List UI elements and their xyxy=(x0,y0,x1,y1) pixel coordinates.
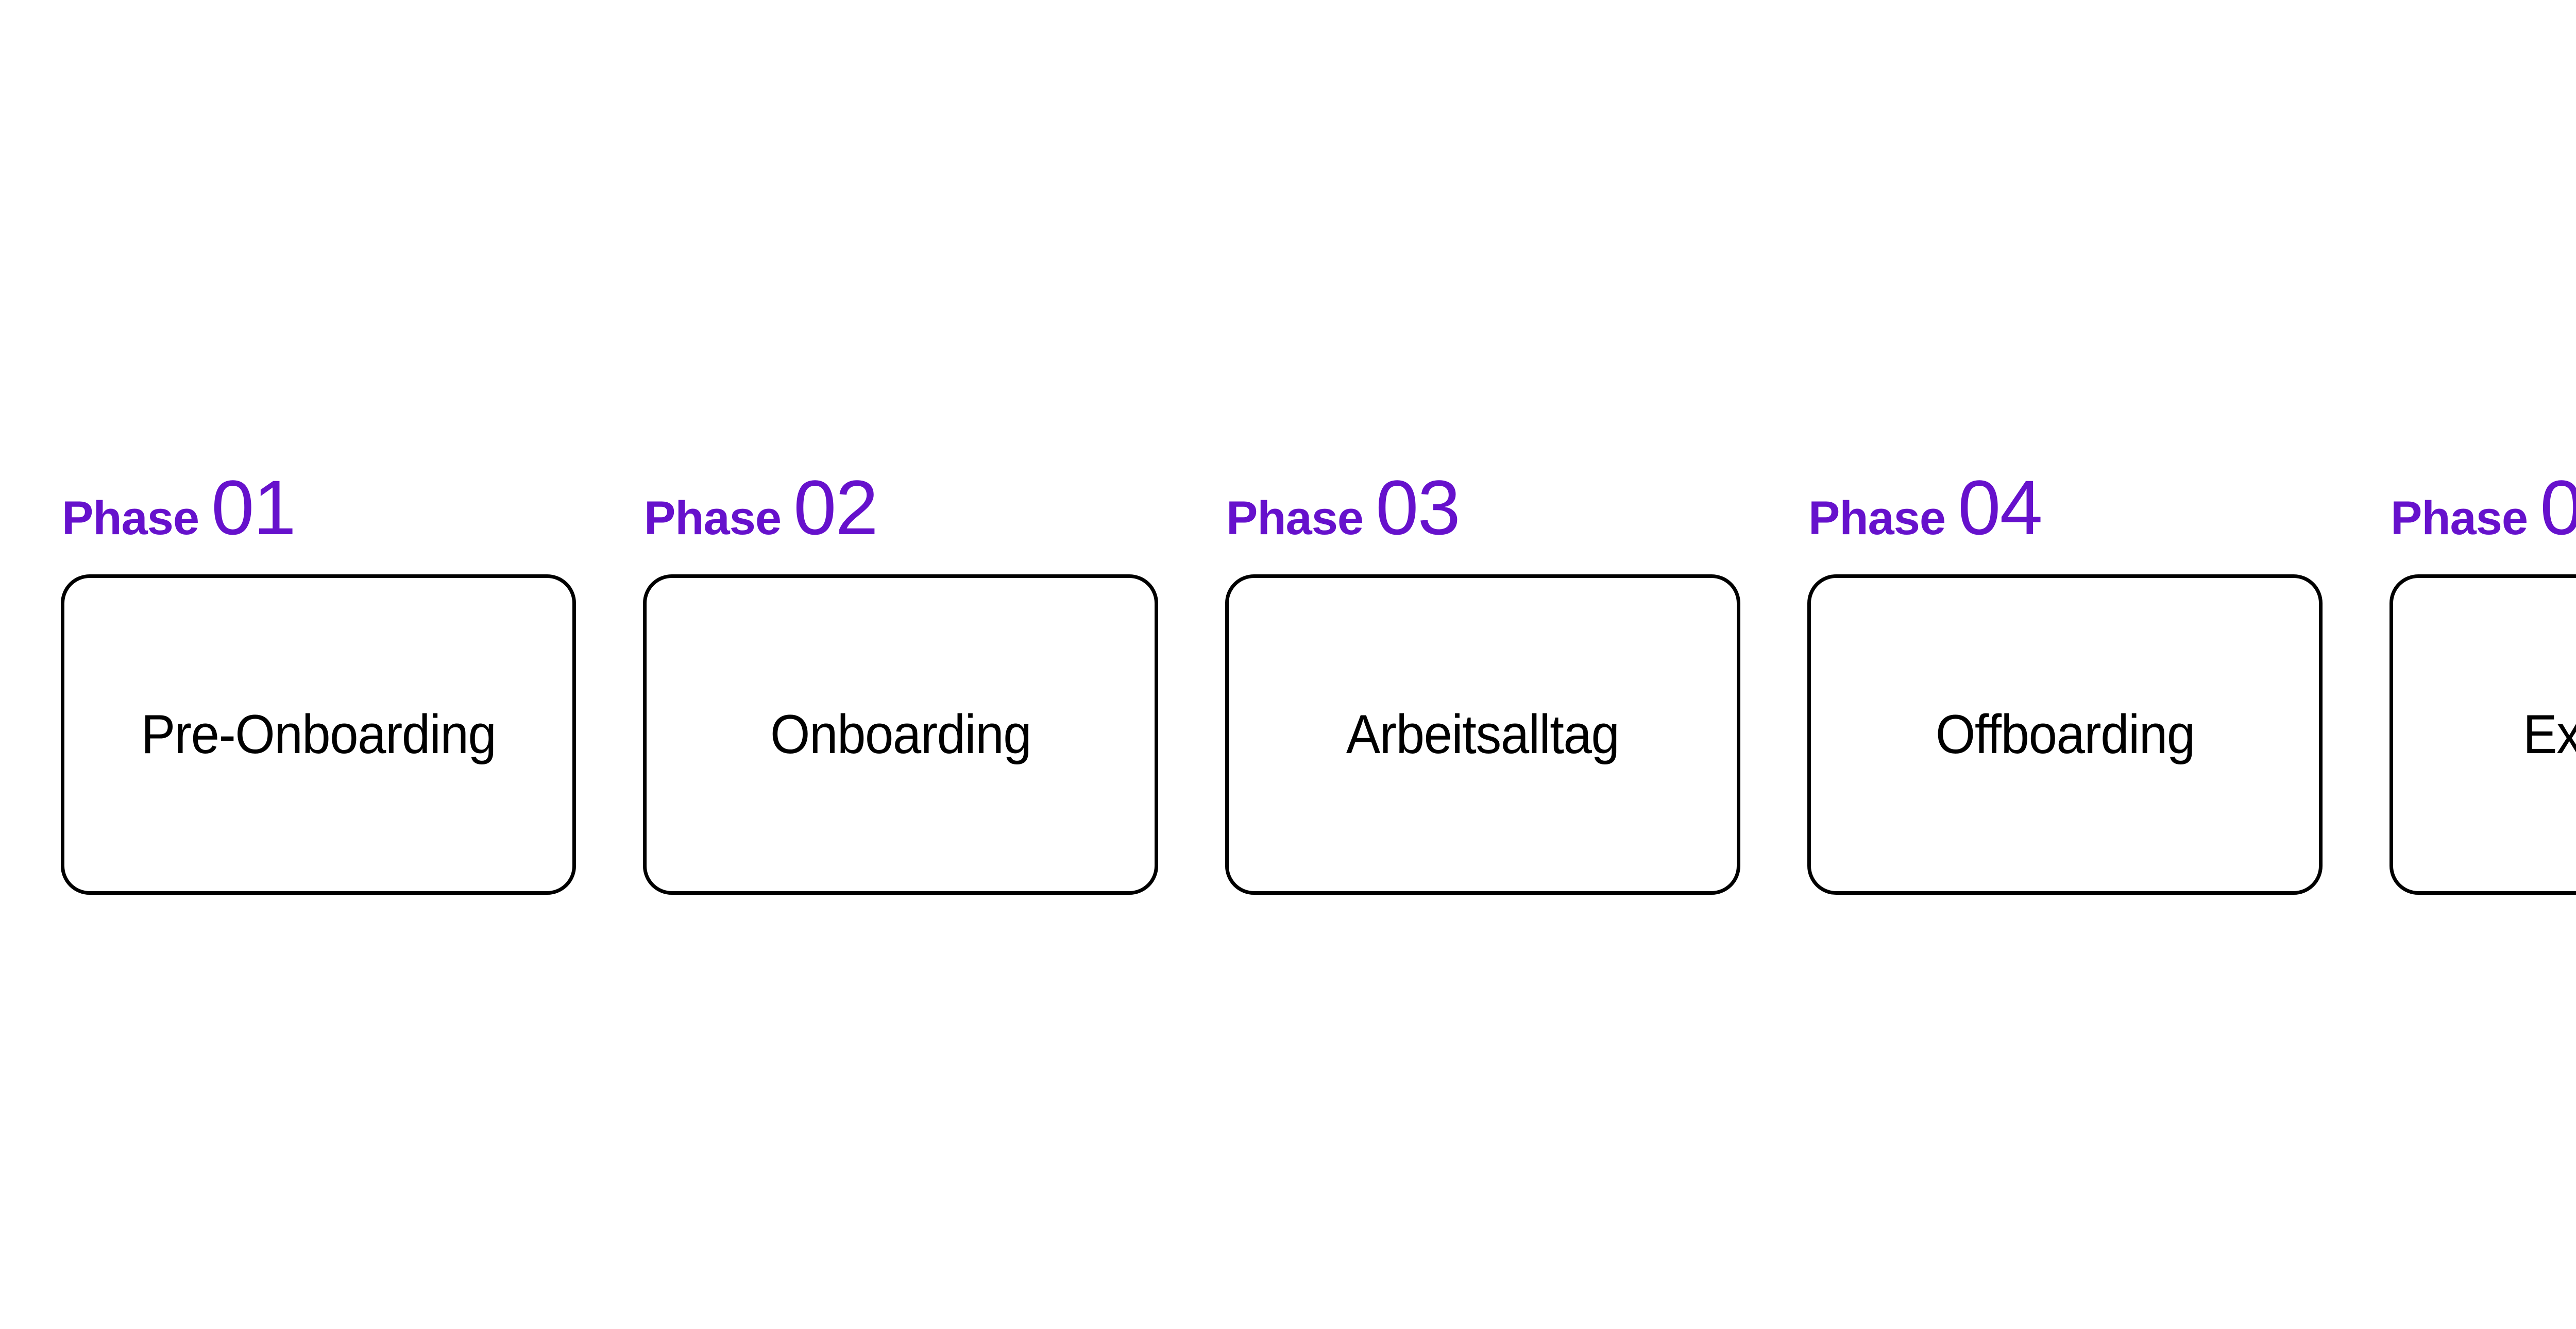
phase-row: Phase 01 Pre-Onboarding Phase 02 Onboard… xyxy=(61,469,2576,895)
phase-column-02: Phase 02 Onboarding xyxy=(643,469,1158,895)
phase-card-title: Onboarding xyxy=(770,703,1032,765)
phase-label-03: Phase 03 xyxy=(1226,464,1461,551)
phase-column-05: Phase 05 Exit/Alumni xyxy=(2389,469,2576,895)
phase-label-word: Phase xyxy=(1226,492,1364,544)
phase-column-01: Phase 01 Pre-Onboarding xyxy=(61,469,576,895)
phase-card-04[interactable]: Offboarding xyxy=(1807,574,2323,895)
phase-card-03[interactable]: Arbeitsalltag xyxy=(1225,574,1740,895)
phase-label-01: Phase 01 xyxy=(62,464,296,551)
phase-label-number: 02 xyxy=(793,464,878,551)
phase-label-word: Phase xyxy=(644,492,782,544)
phase-label-number: 01 xyxy=(211,464,296,551)
phase-label-02: Phase 02 xyxy=(644,464,878,551)
phase-label-word: Phase xyxy=(2391,492,2528,544)
phase-column-03: Phase 03 Arbeitsalltag xyxy=(1225,469,1740,895)
phase-column-04: Phase 04 Offboarding xyxy=(1807,469,2323,895)
phase-label-number: 04 xyxy=(1958,464,2043,551)
phase-label-05: Phase 05 xyxy=(2391,469,2576,546)
phase-label-word: Phase xyxy=(1808,492,1946,544)
phase-label-number: 03 xyxy=(1376,464,1461,551)
phase-card-01[interactable]: Pre-Onboarding xyxy=(61,574,576,895)
phase-card-title: Arbeitsalltag xyxy=(1346,703,1620,765)
phase-card-02[interactable]: Onboarding xyxy=(643,574,1158,895)
phase-card-title: Exit/Alumni xyxy=(2522,703,2576,765)
phase-label-04: Phase 04 xyxy=(1808,464,2043,551)
phase-label-word: Phase xyxy=(62,492,199,544)
phase-card-title: Offboarding xyxy=(1935,703,2195,765)
phase-card-05[interactable]: Exit/Alumni xyxy=(2389,574,2576,895)
phase-card-title: Pre-Onboarding xyxy=(141,703,497,765)
phase-label-number: 05 xyxy=(2540,464,2576,551)
